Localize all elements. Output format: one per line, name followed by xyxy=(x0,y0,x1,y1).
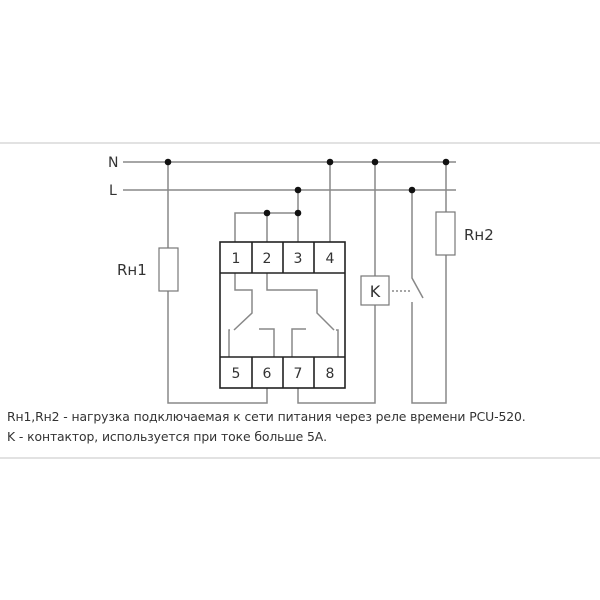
note-contactor: K - контактор, используется при токе бол… xyxy=(7,429,327,444)
note-loads: Rн1,Rн2 - нагрузка подключаемая к сети п… xyxy=(7,409,526,424)
contactor-coil xyxy=(360,275,390,306)
terminal-7: 7 xyxy=(294,366,303,382)
relay-pcu-520 xyxy=(219,241,346,389)
terminal-8: 8 xyxy=(326,366,335,382)
contactor-label: K xyxy=(370,282,381,301)
terminal-6: 6 xyxy=(263,366,272,382)
load1-label: Rн1 xyxy=(117,261,147,279)
terminal-1: 1 xyxy=(232,251,241,267)
load2-label: Rн2 xyxy=(464,226,494,244)
junction-dots xyxy=(164,158,450,217)
terminal-3: 3 xyxy=(294,251,303,267)
live-label: L xyxy=(109,183,117,199)
terminal-5: 5 xyxy=(232,366,241,382)
load2-resistor xyxy=(435,211,456,256)
load1-resistor xyxy=(158,247,179,292)
terminal-2: 2 xyxy=(263,251,272,267)
neutral-label: N xyxy=(108,155,118,171)
wires xyxy=(123,161,456,404)
terminal-4: 4 xyxy=(326,251,335,267)
